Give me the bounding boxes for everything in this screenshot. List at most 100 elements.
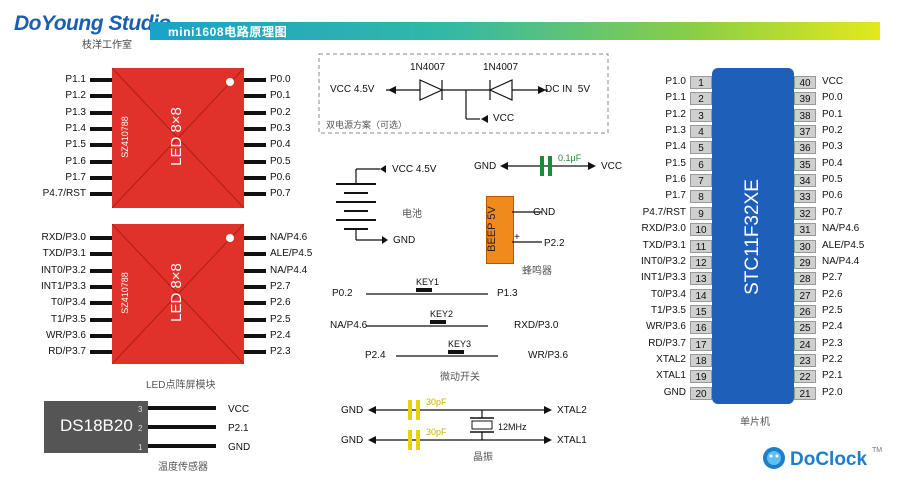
mcu-chip: STC11F32XE (712, 68, 794, 404)
mcu-pin-number: 9 (690, 206, 712, 220)
mcu-pin-number: 40 (794, 76, 816, 89)
led-matrix-bottom: SZ410788 LED 8×8 (112, 224, 244, 364)
mcu-pin-number: 31 (794, 223, 816, 237)
led-pin-lead (244, 159, 266, 164)
led-pin-label: P1.3 (65, 106, 86, 118)
mcu-pin-number: 15 (690, 304, 712, 318)
key-right-pin: RXD/P3.0 (514, 320, 559, 331)
footer-logo-tm: TM (872, 447, 883, 454)
led-pin-lead (90, 350, 112, 355)
mcu-pin-label: ALE/P4.5 (822, 239, 865, 251)
beeper-leads (512, 211, 542, 243)
key-left-pin: P0.2 (332, 288, 353, 299)
mcu-pin-number: 29 (794, 255, 816, 269)
mcu-pin-number: 28 (794, 272, 816, 286)
led-pin-label: P0.0 (270, 74, 291, 85)
led-pin-label: P1.7 (65, 171, 86, 183)
led-matrix-diagonals (112, 68, 244, 208)
led-pin-label: TXD/P3.1 (42, 248, 86, 260)
battery-caption: 电池 (402, 209, 422, 220)
led-pin-lead (244, 192, 266, 197)
mcu-pin-label: RD/P3.7 (648, 337, 686, 349)
led-pin-lead (90, 110, 112, 115)
page-title: mini1608电路原理图 (168, 25, 288, 39)
led-pin-label: P0.6 (270, 171, 291, 183)
mcu-pin-number: 8 (690, 190, 712, 204)
key-right-pin: P1.3 (497, 288, 518, 299)
mcu-pin-label: NA/P4.6 (822, 223, 860, 235)
mcu-pin-label: P1.4 (665, 141, 686, 153)
mcu-pin-number: 20 (690, 386, 712, 400)
mcu-pin-label: P1.1 (665, 92, 686, 104)
mcu-pin-number: 14 (690, 288, 712, 302)
led-matrix-top: SZ410788 LED 8×8 (112, 68, 244, 208)
mcu-pin-label: P2.3 (822, 337, 843, 349)
led-pin-label: P2.6 (270, 297, 291, 309)
mcu-pin-number: 34 (794, 174, 816, 188)
crystal-freq: 12MHz (498, 422, 527, 432)
power-vcc-out: VCC (493, 113, 515, 124)
led-pin-lead (244, 126, 266, 131)
led-pin-label: P1.1 (65, 74, 86, 85)
mcu-pin-label: P1.7 (665, 190, 686, 202)
key-left-pin: NA/P4.6 (330, 320, 368, 331)
led-pin-lead (90, 143, 112, 148)
ds18b20-pin-label: VCC (228, 404, 250, 415)
led-pin-lead (244, 252, 266, 257)
ds18b20-chip: DS18B20 (44, 401, 148, 453)
crystal-gnd2: GND (341, 435, 364, 446)
led-pin-label: P0.7 (270, 188, 291, 200)
crystal-xtal1: XTAL1 (557, 435, 587, 446)
mcu-pin-number: 13 (690, 272, 712, 286)
mcu-pin-label: WR/P3.6 (645, 321, 686, 333)
ds18b20-pin-number: 3 (138, 405, 143, 414)
mcu-pin-number: 11 (690, 239, 712, 253)
beeper-body: BEEP 5V (486, 196, 514, 264)
keys-caption: 微动开关 (440, 372, 480, 383)
led-pin-label: INT0/P3.2 (40, 264, 86, 276)
led-pin-lead (244, 236, 266, 240)
mcu-pin-label: P0.7 (822, 206, 843, 218)
led-pin-lead (244, 143, 266, 148)
crystal-gnd1: GND (341, 405, 364, 416)
mcu-pin-label: INT0/P3.2 (640, 255, 686, 267)
power-diode1-label: 1N4007 (410, 62, 446, 73)
led-pin-lead (244, 317, 266, 322)
mcu-pin-number: 25 (794, 321, 816, 335)
mcu-pin-label: P2.4 (822, 321, 843, 333)
power-diode2-label: 1N4007 (483, 62, 519, 73)
mcu-pin-label: P2.1 (822, 370, 843, 382)
mcu-pin-number: 18 (690, 353, 712, 367)
mcu-pin-number: 38 (794, 108, 816, 122)
mcu-pin-number: 6 (690, 157, 712, 171)
mcu-pin-label: P0.3 (822, 141, 843, 153)
mcu-pin-label: P2.7 (822, 272, 843, 284)
led-pin-label: T0/P3.4 (50, 297, 86, 309)
mcu-pin-number: 35 (794, 157, 816, 171)
mcu-pin-number: 12 (690, 255, 712, 269)
led-pin-label: P0.2 (270, 106, 291, 118)
capacitor-gnd: GND (474, 161, 497, 172)
mcu-pin-label: RXD/P3.0 (641, 223, 686, 235)
mcu-pin-label: P1.0 (665, 76, 686, 87)
mcu-pin-label: VCC (822, 76, 844, 87)
beeper-gnd: GND (533, 207, 556, 218)
mcu-pin-number: 22 (794, 370, 816, 384)
led-part-code: SZ410788 (119, 116, 130, 158)
mcu-pin-number: 7 (690, 174, 712, 188)
power-vcc-in: VCC 4.5V (330, 84, 375, 95)
led-pin-lead (244, 78, 266, 82)
key-name: KEY3 (448, 339, 472, 349)
led-pin-lead (90, 159, 112, 164)
led-pin-label: P1.6 (65, 155, 86, 167)
doclock-icon (763, 447, 785, 469)
led-pin-label: P2.3 (270, 346, 291, 358)
mcu-pin-number: 39 (794, 92, 816, 106)
ds18b20-pin-label: P2.1 (228, 423, 249, 434)
mcu-pin-number: 26 (794, 304, 816, 318)
crystal-schematic (368, 400, 552, 450)
led-pin-label: P0.3 (270, 122, 291, 134)
mcu-pin-number: 32 (794, 206, 816, 220)
led-pin-label: P2.4 (270, 329, 291, 341)
led-pin-label: P0.4 (270, 139, 291, 151)
